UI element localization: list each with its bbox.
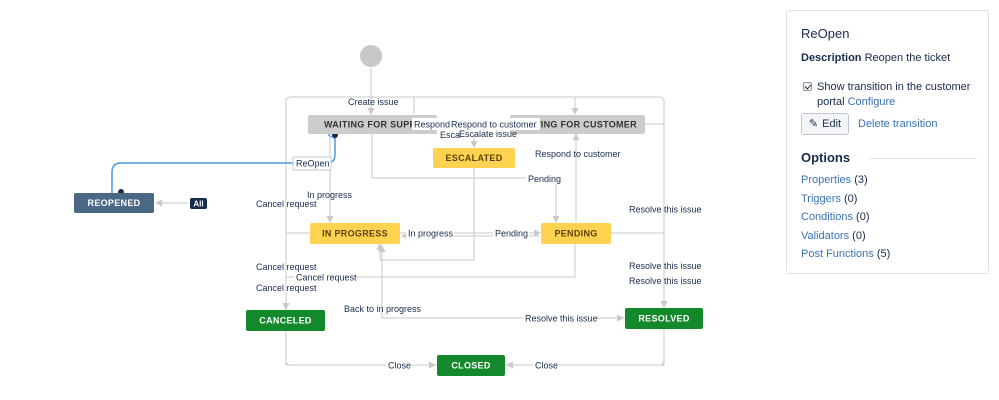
start-node <box>360 45 382 67</box>
label-resolve-2[interactable]: Resolve this issue <box>629 261 702 271</box>
label-respond-to-customer[interactable]: Respond to customer <box>535 149 621 159</box>
delete-transition-link[interactable]: Delete transition <box>858 118 938 130</box>
status-label: RESOLVED <box>638 314 689 324</box>
label-pending-1[interactable]: Pending <box>528 174 561 184</box>
conditions-count: (0) <box>856 211 870 223</box>
triggers-link[interactable]: Triggers <box>801 192 841 205</box>
label-in-progress-1[interactable]: In progress <box>307 190 353 200</box>
properties-count: (3) <box>854 174 868 186</box>
option-post-functions: Post Functions (5) <box>801 247 890 266</box>
label-cancel-request-1[interactable]: Cancel request <box>256 199 317 209</box>
status-label: PENDING <box>554 229 597 239</box>
show-transition-text-wrap: Show transition in the customer portal C… <box>817 80 987 110</box>
label-all[interactable]: All <box>193 200 203 209</box>
label-reopen[interactable]: ReOpen <box>296 159 330 169</box>
label-pending-2[interactable]: Pending <box>495 229 528 239</box>
transition-labels[interactable]: Respond Respond to customer Esca Escalat… <box>190 97 702 371</box>
label-close-right[interactable]: Close <box>535 361 558 371</box>
edge-support-to-pending <box>371 134 560 223</box>
label-resolve-3[interactable]: Resolve this issue <box>629 276 702 286</box>
description-label: Description <box>801 52 862 64</box>
post-functions-count: (5) <box>876 248 891 260</box>
edge-canceled-to-closed <box>285 331 436 369</box>
label-in-progress-2[interactable]: In progress <box>408 229 454 239</box>
validators-link[interactable]: Validators <box>801 229 850 242</box>
description-value: Reopen the ticket <box>864 52 951 64</box>
edge-escalated-to-in-progress <box>376 168 475 261</box>
label-close-left[interactable]: Close <box>388 361 411 371</box>
validators-count: (0) <box>852 229 866 242</box>
label-cancel-request-2[interactable]: Cancel request <box>256 262 317 272</box>
status-label: REOPENED <box>88 198 141 208</box>
show-transition-text: Show transition in the customer portal <box>817 81 971 108</box>
options-divider <box>870 158 977 159</box>
option-conditions: Conditions (0) <box>801 210 890 229</box>
show-transition-checkbox[interactable] <box>803 82 812 91</box>
description-row: Description Reopen the ticket <box>801 52 950 64</box>
label-escalate-cut[interactable]: Esca <box>440 130 460 140</box>
option-properties: Properties (3) <box>801 173 890 192</box>
option-validators: Validators (0) <box>801 229 890 248</box>
options-title: Options <box>801 150 851 165</box>
edit-button[interactable]: ✎ Edit <box>801 113 849 135</box>
status-label: WAITING FOR CUSTOMER <box>517 120 637 130</box>
label-create-issue[interactable]: Create issue <box>348 97 399 107</box>
edge-respond-to-customer-top <box>413 96 579 115</box>
triggers-count: (0) <box>844 192 858 205</box>
status-waiting-for-customer[interactable]: WAITING FOR CUSTOMER <box>510 115 645 134</box>
edge-reopen-selected[interactable] <box>111 135 335 193</box>
edit-label: Edit <box>822 118 842 130</box>
properties-link[interactable]: Properties <box>801 174 852 186</box>
status-resolved[interactable]: RESOLVED <box>625 308 703 329</box>
label-respond-to-customer-top[interactable]: Respond to customer <box>451 120 537 130</box>
status-pending[interactable]: PENDING <box>541 223 611 244</box>
status-label: ESCALATED <box>445 153 502 163</box>
option-triggers: Triggers (0) <box>801 192 890 211</box>
status-label: WAITING FOR SUPPORT <box>324 120 436 130</box>
panel-title: ReOpen <box>801 26 850 41</box>
label-resolve-1[interactable]: Resolve this issue <box>629 205 702 215</box>
status-reopened[interactable]: REOPENED <box>74 193 154 213</box>
post-functions-link[interactable]: Post Functions <box>801 248 874 260</box>
status-label: CLOSED <box>451 361 491 371</box>
label-cancel-request-4[interactable]: Cancel request <box>256 283 317 293</box>
status-label: IN PROGRESS <box>322 229 388 239</box>
status-canceled[interactable]: CANCELED <box>246 310 325 331</box>
configure-link[interactable]: Configure <box>847 96 896 108</box>
edge-top-to-resolved <box>645 123 668 308</box>
edge-resolved-to-closed <box>506 329 665 369</box>
options-list: Properties (3) Triggers (0) Conditions (… <box>801 173 890 266</box>
label-back-to-in-progress[interactable]: Back to in progress <box>344 304 422 314</box>
label-respond[interactable]: Respond <box>414 120 450 130</box>
label-cancel-request-3[interactable]: Cancel request <box>296 273 357 283</box>
conditions-link[interactable]: Conditions <box>801 211 853 223</box>
pencil-icon: ✎ <box>808 117 819 130</box>
status-escalated[interactable]: ESCALATED <box>433 148 515 168</box>
status-label: CANCELED <box>259 316 312 326</box>
label-resolve-4[interactable]: Resolve this issue <box>525 314 598 324</box>
status-closed[interactable]: CLOSED <box>437 355 505 376</box>
transition-details-panel: ReOpen Description Reopen the ticket Sho… <box>786 10 989 274</box>
label-escalate-issue[interactable]: Escalate issue <box>459 129 517 139</box>
status-in-progress[interactable]: IN PROGRESS <box>310 223 400 244</box>
status-waiting-for-support[interactable]: WAITING FOR SUPPORT <box>308 115 437 134</box>
